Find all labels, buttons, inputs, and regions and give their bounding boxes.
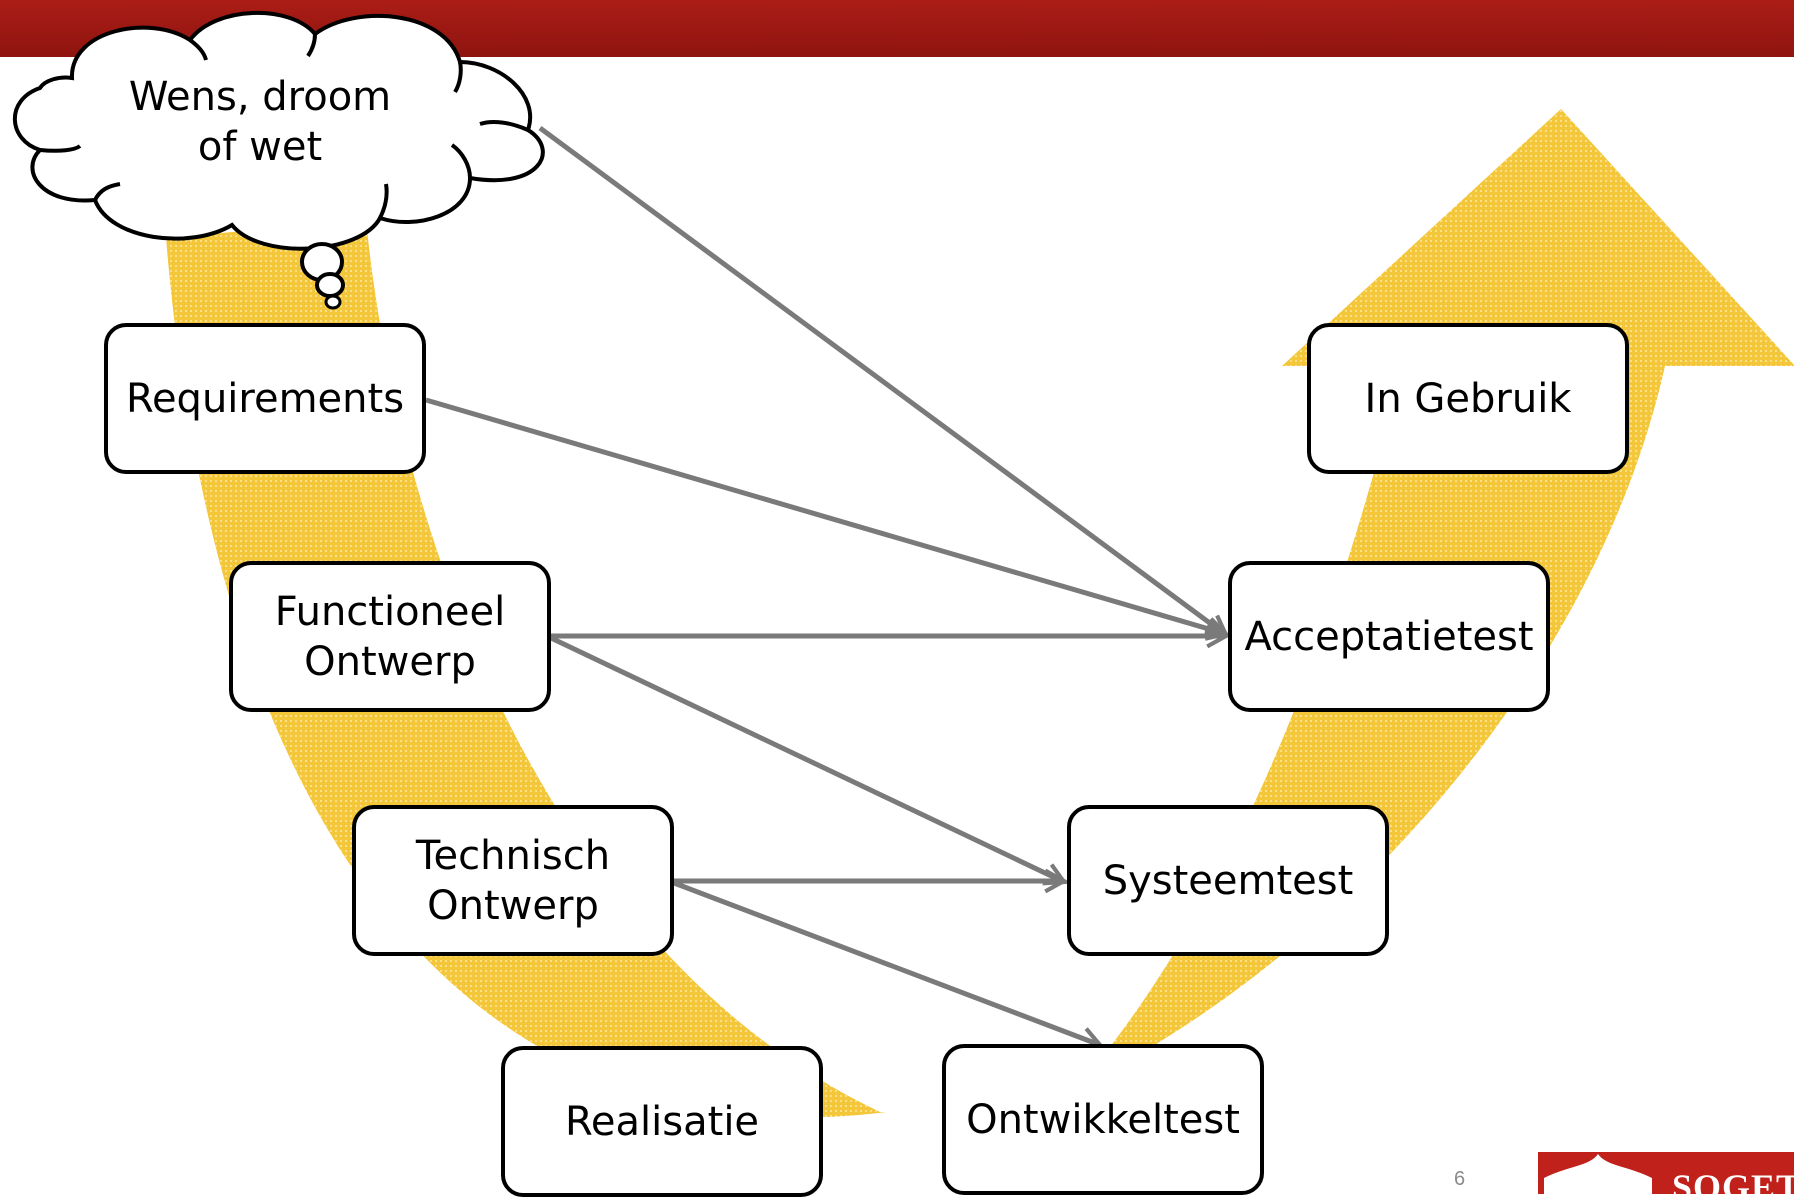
connector-technisch-to-ontwikkeltest <box>673 880 1100 1045</box>
acceptatietest-box: Acceptatietest <box>1228 561 1550 712</box>
requirements-label: Requirements <box>125 375 405 422</box>
sogeti-logo: SOGETI <box>1538 1152 1794 1194</box>
thought-cloud <box>12 10 545 310</box>
requirements-box: Requirements <box>104 323 426 474</box>
functioneel-ontwerp-label: Functioneel Ontwerp <box>274 588 506 685</box>
realisatie-box: Realisatie <box>501 1046 823 1197</box>
logo-emblem-icon <box>1544 1154 1652 1194</box>
page-number: 6 <box>1454 1168 1466 1190</box>
realisatie-label: Realisatie <box>564 1098 760 1145</box>
acceptatietest-label: Acceptatietest <box>1244 613 1534 660</box>
technisch-ontwerp-box: Technisch Ontwerp <box>352 805 674 956</box>
ontwikkeltest-label: Ontwikkeltest <box>966 1096 1240 1143</box>
ontwikkeltest-box: Ontwikkeltest <box>942 1044 1264 1195</box>
technisch-ontwerp-label: Technisch Ontwerp <box>415 832 611 929</box>
in-gebruik-label: In Gebruik <box>1364 375 1572 422</box>
systeemtest-label: Systeemtest <box>1102 857 1354 904</box>
cloud-label: Wens, droom of wet <box>128 74 392 170</box>
connector-functioneel-to-systeemtest <box>549 635 1064 882</box>
functioneel-ontwerp-box: Functioneel Ontwerp <box>229 561 551 712</box>
logo-text: SOGETI <box>1672 1167 1794 1194</box>
connector-requirements-to-acceptatietest <box>425 397 1226 634</box>
systeemtest-box: Systeemtest <box>1067 805 1389 956</box>
connector-cloud-to-acceptatietest <box>538 125 1226 635</box>
in-gebruik-box: In Gebruik <box>1307 323 1629 474</box>
